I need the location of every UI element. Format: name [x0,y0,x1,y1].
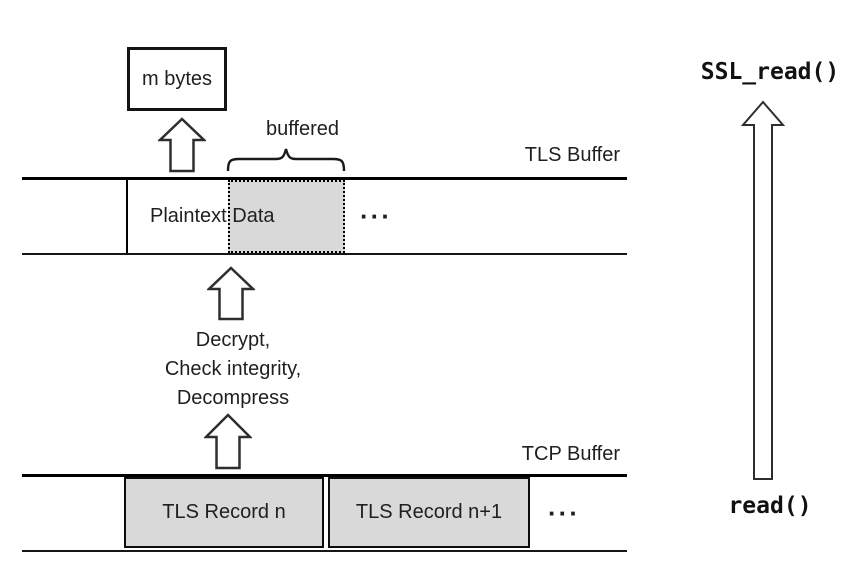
long-up-arrow-icon [741,100,785,480]
process-steps-text: Decrypt, Check integrity, Decompress [103,326,363,413]
band-divider-line [126,180,128,253]
ellipsis: ··· [548,498,580,528]
buffered-region [228,180,345,253]
process-step: Decompress [176,387,290,409]
process-step: Check integrity, [164,358,302,380]
curly-brace-icon [226,148,346,172]
tls-record-n-box: TLS Record n [124,477,324,548]
up-arrow-icon [204,413,252,470]
ssl-read-label: SSL_read() [700,59,840,85]
process-step: Decrypt, [195,329,271,351]
ellipsis: ··· [360,201,392,231]
read-label: read() [728,493,812,519]
tls-buffer-label: TLS Buffer [524,144,620,166]
tls-buffer-band: Plaintext Data ··· [22,177,627,255]
m-bytes-box: m bytes [127,47,227,111]
tls-record-n1-box: TLS Record n+1 [328,477,530,548]
tcp-buffer-band: TLS Record n TLS Record n+1 ··· [22,474,627,552]
up-arrow-icon [158,117,206,173]
plaintext-data-label: Plaintext Data [150,205,275,227]
m-bytes-label: m bytes [141,67,213,90]
tcp-buffer-label: TCP Buffer [521,443,620,465]
buffered-label: buffered [265,118,340,140]
up-arrow-icon [207,266,255,321]
